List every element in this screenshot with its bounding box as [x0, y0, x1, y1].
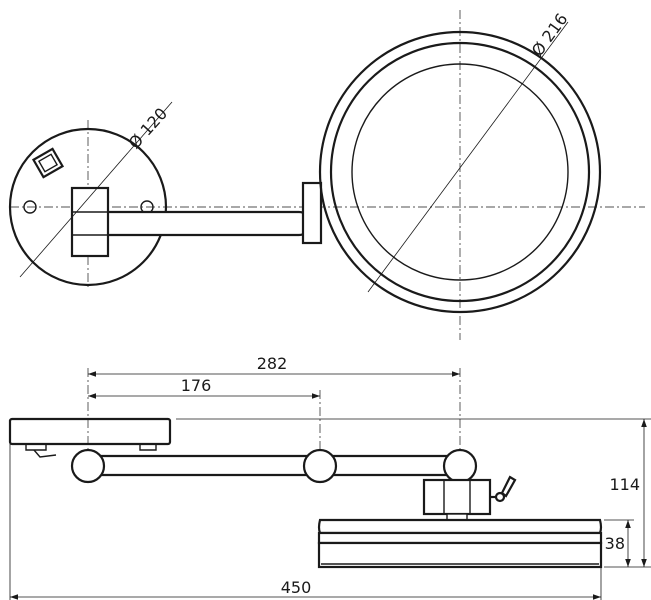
dim-114-label: 114	[609, 475, 640, 494]
mirror-rim-lower	[317, 541, 603, 569]
mirror-diameter-leader	[367, 21, 569, 293]
knob	[494, 491, 506, 503]
arm-side-bar	[86, 454, 462, 477]
mirror-side	[317, 518, 603, 569]
switch-icon	[31, 147, 65, 179]
wall-plate-foot-right	[139, 444, 157, 451]
wall-plate-side	[8, 417, 172, 458]
mirror-outer-ring	[318, 30, 602, 314]
mirror-rim-upper	[317, 531, 603, 545]
mirror-glass	[351, 63, 569, 281]
hinge-block	[70, 186, 110, 258]
joint-left	[70, 448, 106, 484]
tilt-joint	[422, 475, 517, 521]
screw-hole-left	[23, 200, 37, 214]
wall-plate-diameter-label: Ø 120	[125, 104, 171, 153]
dim-282-label: 282	[257, 354, 288, 373]
dim-38-label: 38	[605, 534, 625, 553]
top-view: Ø 120 Ø 216	[8, 10, 645, 340]
wall-plate-circle	[8, 127, 168, 287]
wall-plate-diameter-leader	[19, 101, 173, 278]
joint-middle	[302, 448, 338, 484]
mirror-joint	[301, 181, 323, 245]
side-view: 282 176 450 114 38	[8, 354, 651, 600]
arm-bar	[95, 210, 312, 237]
joint-right	[442, 448, 478, 484]
wall-plate-body	[8, 417, 172, 446]
tilt-joint-block	[422, 478, 492, 516]
mirror-back-dome	[317, 518, 603, 535]
knob-lever	[500, 475, 517, 498]
arm-top	[70, 181, 323, 258]
mirror-top	[318, 30, 602, 314]
switch-lever	[33, 449, 57, 458]
dim-176-label: 176	[181, 376, 212, 395]
wall-plate-top	[8, 127, 168, 287]
mirror-middle-ring	[329, 41, 591, 303]
arm-side	[70, 448, 478, 484]
mirror-diameter-label: Ø 216	[528, 10, 572, 60]
dim-450-label: 450	[281, 578, 312, 597]
wall-plate-foot-left	[25, 444, 47, 451]
